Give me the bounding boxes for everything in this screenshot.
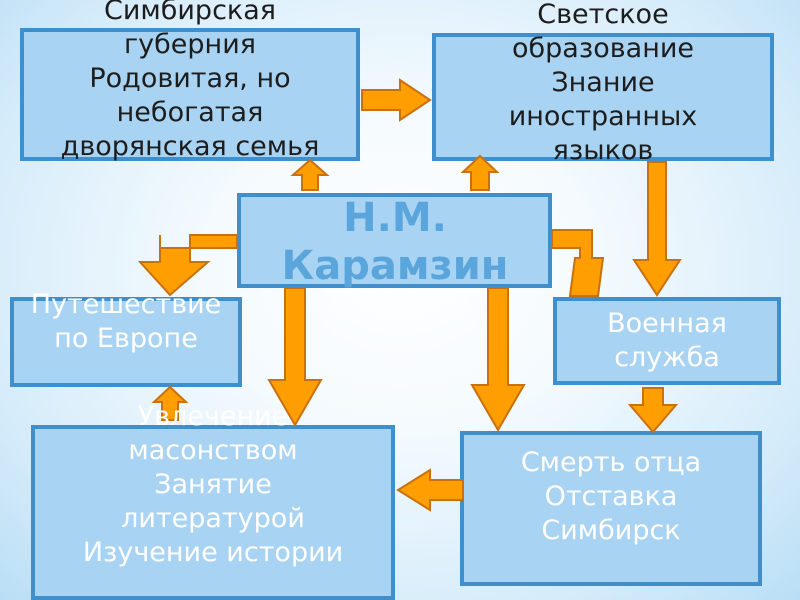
box-father-death-text: Смерть отца Отставка Симбирск <box>520 447 702 546</box>
arrow-down-icon <box>470 287 526 432</box>
box-education-text: Светское образование Знание иностранных … <box>508 0 698 166</box>
box-education <box>432 33 774 161</box>
arrow-bent-down-icon <box>137 234 238 297</box>
arrow-down-icon <box>632 161 682 297</box>
box-family <box>20 28 360 161</box>
arrow-up-icon <box>460 154 500 191</box>
box-family-text: Симбирская губерния Родовитая, но небога… <box>60 0 320 162</box>
arrow-up-icon <box>290 158 330 191</box>
arrow-left-icon <box>396 468 464 512</box>
box-military-text: Военная служба <box>607 308 727 373</box>
karamzin-title: Н.М. Карамзин <box>281 195 509 289</box>
arrow-right-icon <box>361 78 432 122</box>
box-literature-text: Увлечение масонством Занятие литературой… <box>82 401 344 568</box>
box-military <box>553 297 781 385</box>
box-father-death <box>460 431 762 586</box>
box-travel <box>10 297 242 387</box>
box-karamzin <box>237 193 552 288</box>
box-travel-text: Путешествие по Европе <box>30 289 222 354</box>
box-literature <box>31 425 395 600</box>
arrow-down-icon <box>627 387 679 434</box>
arrow-bent-down-icon <box>551 229 605 297</box>
arrow-up-icon <box>151 385 189 421</box>
arrow-down-icon <box>267 287 323 427</box>
